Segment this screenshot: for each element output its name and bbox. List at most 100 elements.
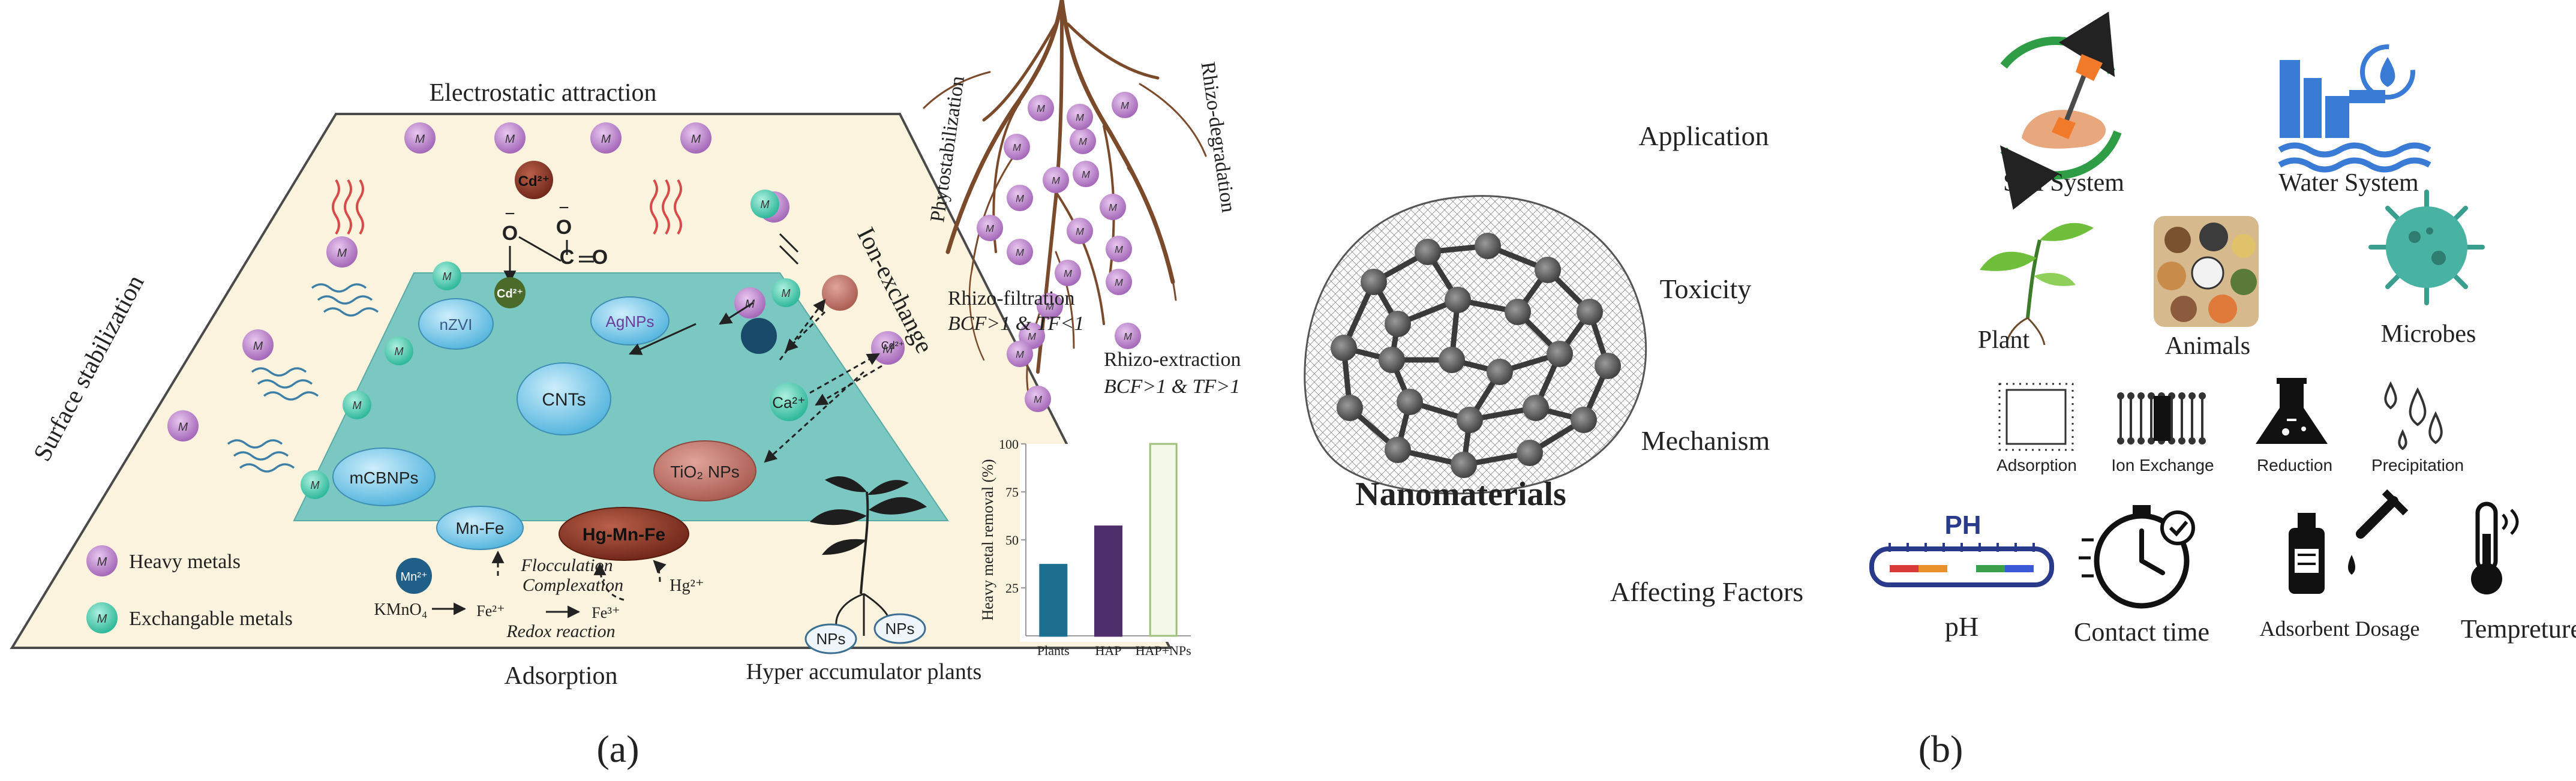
root-metal-10-symbol: M — [1076, 227, 1084, 238]
heavy-metal-6: M — [242, 329, 274, 361]
complexation-text: Complexation — [523, 575, 623, 595]
heavy-metal-7-ball — [167, 410, 199, 441]
row-application: Application — [1638, 121, 1769, 151]
panel-a-label: (a) — [596, 728, 639, 770]
plant-label: Plant — [1978, 326, 2030, 354]
atom-7 — [1571, 407, 1597, 433]
heavy-metal-7-symbol: M — [178, 420, 188, 434]
hgmnfe-label: Hg-Mn-Fe — [583, 525, 665, 545]
adsorption-label: Adsorption — [505, 662, 618, 690]
atom-17 — [1523, 395, 1549, 421]
hyper-accumulator-plant: NPs NPs Hyper accumulator plants — [746, 476, 981, 684]
heavy-metal-3: M — [590, 122, 622, 154]
root-metal-2-ball — [1112, 92, 1138, 118]
root-metal-7-ball — [1073, 161, 1099, 187]
heavy-metal-9: M — [734, 287, 765, 319]
y-tick-3: 50 — [1005, 533, 1019, 548]
root-metal-17-symbol: M — [1124, 332, 1132, 343]
atom-18 — [1457, 407, 1483, 433]
membrane-head-top-4 — [2148, 392, 2155, 399]
animals-icon — [2154, 216, 2259, 327]
atom-1 — [1361, 269, 1387, 295]
atom-10 — [1385, 437, 1411, 463]
ph-label: pH — [1945, 611, 1978, 642]
water-system-label: Water System — [2278, 169, 2419, 197]
stopwatch-icon — [2079, 505, 2195, 609]
nano-particles: nZVI AgNPs CNTs mCBNPs TiO₂ NPs Mn-Fe Hg… — [332, 296, 756, 561]
rhizo-extraction-cond: BCF>1 & TF>1 — [1104, 376, 1240, 398]
fe2-text: Fe²⁺ — [476, 602, 505, 620]
cd-bound-sphere — [494, 277, 526, 308]
exchangeable-metal-1-symbol: M — [761, 199, 770, 211]
heavy-metal-2-symbol: M — [505, 133, 515, 146]
minus-right: − — [559, 198, 569, 218]
bar-hap — [1094, 525, 1122, 637]
atom-22 — [1487, 359, 1513, 385]
membrane-head-bottom-1 — [2117, 437, 2124, 444]
nzvi-label: nZVI — [440, 316, 473, 334]
ph-meter-icon: PH — [1869, 510, 2054, 587]
root-metal-14-symbol: M — [1064, 269, 1072, 280]
root-metal-8-symbol: M — [1052, 176, 1060, 187]
precipitation-label: Precipitation — [2371, 456, 2464, 474]
exchangeable-metal-4-ball — [343, 390, 371, 419]
process-annotations: Flocculation Complexation Redox reaction… — [374, 550, 704, 641]
thermometer-icon — [2471, 501, 2519, 594]
root-metal-5-ball — [1067, 104, 1093, 130]
x-tick-3: HAP+NPs — [1136, 643, 1191, 658]
phytostabilization-label: Phytostabilization — [926, 74, 969, 223]
root-metal-1-symbol: M — [1037, 104, 1045, 115]
panel-a: Electrostatic attraction Surface stabili… — [10, 0, 1241, 770]
heavy-metal-5-symbol: M — [337, 247, 347, 260]
root-metal-13-symbol: M — [986, 224, 994, 235]
mcbnps-label: mCBNPs — [349, 468, 418, 487]
heavy-metal-3-symbol: M — [601, 133, 611, 146]
adsorption-icon — [1998, 383, 2074, 451]
membrane-head-top-2 — [2127, 392, 2134, 399]
tio2-particle — [653, 440, 756, 501]
surface-waves — [227, 283, 379, 473]
root-metal-12: M — [1007, 239, 1033, 265]
root-metal-1-ball — [1028, 95, 1054, 121]
soil-system-icon — [1999, 11, 2122, 210]
agnps-label: AgNPs — [606, 313, 654, 331]
root-metal-3-symbol: M — [1013, 143, 1021, 154]
root-metal-19-ball — [1007, 341, 1033, 367]
exchangeable-metal-4-symbol: M — [353, 399, 362, 411]
fe3-text: Fe³⁺ — [592, 604, 620, 621]
rhizo-filtration-label: Rhizo-filtration — [948, 287, 1075, 310]
row-affecting-factors: Affecting Factors — [1610, 576, 1803, 607]
ion-exchange-group: Ca²⁺ Cd²⁺ — [629, 233, 904, 463]
root-metal-6: M — [1007, 185, 1033, 211]
root-metal-3-ball — [1004, 134, 1030, 160]
root-metal-11: M — [1106, 236, 1132, 262]
carboxyl-binding: Cd²⁺ O O O C − − Cd²⁺ — [494, 161, 608, 308]
heavy-metal-1-symbol: M — [415, 133, 425, 146]
legend-heavy-sphere — [86, 545, 118, 576]
root-metal-20: M — [1037, 293, 1063, 319]
root-metal-19: M — [1007, 341, 1033, 367]
heavy-metal-4: M — [680, 122, 711, 154]
mcbnps-particle — [332, 447, 436, 506]
hgmnfe-particle — [559, 507, 689, 561]
rhizo-filtration-cond: BCF>1 & TF<1 — [948, 313, 1084, 335]
y-tick-4: 25 — [1005, 581, 1019, 596]
root-metal-12-symbol: M — [1016, 248, 1024, 259]
root-metal-18-ball — [1025, 386, 1051, 412]
nps-label-2: NPs — [885, 620, 914, 638]
animals-label: Animals — [2165, 332, 2250, 360]
ph-badge: PH — [1944, 510, 1981, 540]
legend-a: M Heavy metals M Exchangable metals — [86, 545, 293, 633]
root-metal-15: M — [1106, 269, 1132, 295]
y-tick-2: 75 — [1005, 485, 1019, 500]
root-metal-20-symbol: M — [1046, 302, 1054, 313]
x-tick-2: HAP — [1095, 643, 1121, 658]
ion-channel — [2154, 396, 2170, 441]
exchangeable-metal-5-symbol: M — [311, 479, 320, 491]
heat-waves-left — [332, 179, 682, 235]
mnfe-label: Mn-Fe — [456, 519, 505, 537]
atom-3 — [1475, 233, 1501, 259]
oxygen-right: O — [556, 216, 572, 239]
